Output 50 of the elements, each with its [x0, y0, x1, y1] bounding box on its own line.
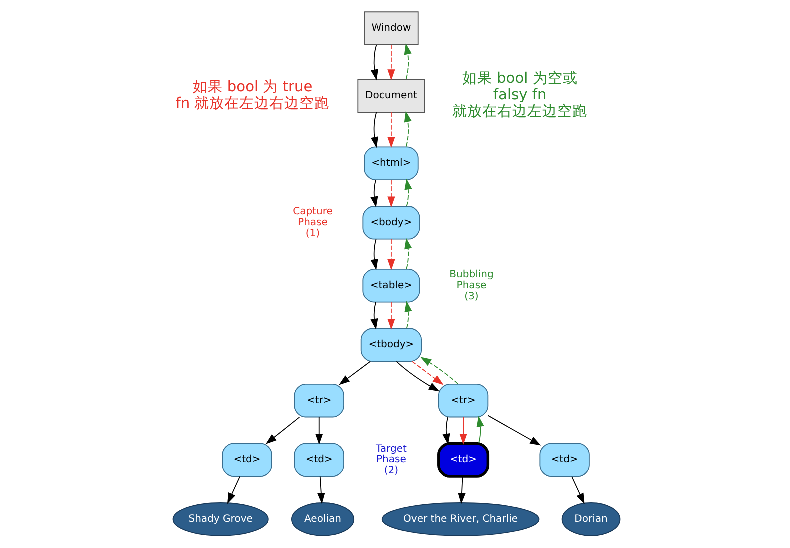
node-box: <td> — [539, 443, 590, 477]
arrow — [476, 416, 484, 444]
arrow — [442, 417, 450, 445]
node-box: <table> — [362, 268, 420, 303]
arrow — [370, 44, 378, 81]
node-box: <td> — [222, 443, 272, 477]
arrow — [487, 415, 541, 446]
arrow — [396, 361, 440, 392]
arrow — [370, 302, 378, 330]
arrow — [317, 476, 325, 504]
node-ellipse: Over the River, Charlie — [381, 502, 540, 536]
label: Target Phase (2) — [375, 444, 406, 477]
label: 如果 bool 为空或 falsy fn 就放在右边左边空跑 — [452, 70, 588, 120]
arrow — [571, 476, 584, 504]
node-box: <tr> — [294, 384, 344, 418]
label: 如果 bool 为 true fn 就放在左边右边空跑 — [175, 78, 330, 112]
arrow — [404, 301, 412, 330]
arrow — [226, 476, 240, 504]
arrow — [411, 361, 444, 386]
arrow — [370, 180, 378, 208]
arrow — [387, 302, 395, 330]
node-ellipse: Shady Grove — [172, 502, 268, 536]
label: Bubbling Phase (3) — [449, 269, 494, 302]
node-box: <body> — [362, 206, 420, 240]
node-ellipse: Dorian — [561, 502, 620, 536]
node-box: Window — [364, 12, 418, 46]
node-box: <td> — [294, 443, 344, 477]
arrow — [404, 111, 412, 148]
arrow — [458, 476, 466, 504]
arrow — [315, 417, 323, 445]
arrow — [387, 180, 395, 208]
arrow — [459, 417, 467, 445]
arrow — [265, 417, 300, 444]
arrow — [387, 44, 395, 81]
arrow — [387, 239, 395, 270]
arrow — [404, 44, 412, 80]
node-box: <html> — [364, 146, 418, 180]
arrow — [370, 239, 378, 270]
label: Capture Phase (1) — [292, 206, 332, 240]
arrow — [338, 361, 371, 386]
arrow — [404, 238, 412, 270]
arrow — [387, 112, 395, 148]
arrow — [370, 112, 378, 148]
node-box: <tr> — [438, 384, 488, 418]
node-box: <tbody> — [360, 328, 422, 362]
node-box: <td> — [437, 442, 490, 478]
node-ellipse: Aeolian — [291, 502, 354, 536]
arrow — [404, 178, 412, 207]
arrow — [420, 357, 458, 384]
node-box: Document — [357, 79, 425, 113]
